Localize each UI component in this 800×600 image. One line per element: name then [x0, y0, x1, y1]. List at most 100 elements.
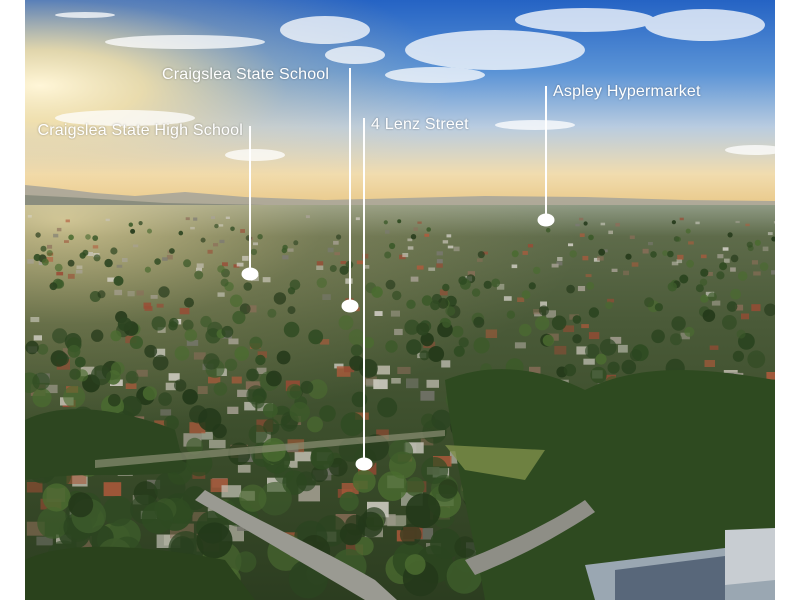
tree-canopy	[183, 259, 192, 268]
house-roof	[227, 406, 239, 414]
tree-canopy	[426, 227, 432, 232]
house-roof	[362, 253, 369, 259]
tree-canopy	[598, 248, 606, 256]
tree-canopy	[702, 309, 716, 323]
house-roof	[208, 376, 221, 384]
tree-canopy	[138, 221, 143, 226]
tree-canopy	[383, 220, 388, 225]
tree-canopy	[339, 265, 349, 275]
tree-canopy	[416, 322, 430, 336]
house-roof	[579, 233, 585, 237]
house-roof	[563, 325, 575, 333]
house-roof	[122, 258, 128, 263]
tree-canopy	[445, 306, 456, 316]
tree-canopy	[454, 536, 476, 558]
house-roof	[394, 328, 403, 336]
house-roof	[447, 245, 454, 249]
house-roof	[407, 238, 413, 242]
house-roof	[724, 258, 730, 263]
tree-canopy	[511, 250, 519, 258]
house-roof	[316, 261, 324, 266]
tree-canopy	[644, 297, 655, 308]
tree-canopy	[230, 226, 235, 232]
tree-canopy	[163, 415, 179, 431]
house-roof	[385, 230, 390, 234]
tree-canopy	[588, 307, 600, 318]
house-roof	[556, 261, 563, 266]
house-roof	[717, 254, 724, 259]
tree-canopy	[35, 232, 41, 238]
tree-canopy	[97, 290, 106, 299]
tree-canopy	[249, 336, 263, 350]
house-roof	[402, 253, 409, 258]
house-roof	[221, 485, 242, 498]
tree-canopy	[74, 356, 86, 368]
house-roof	[190, 226, 195, 230]
house-roof	[341, 483, 359, 495]
house-roof	[407, 246, 414, 250]
house-roof	[334, 252, 340, 256]
house-roof	[27, 259, 34, 264]
house-roof	[75, 269, 83, 274]
tree-canopy	[224, 358, 238, 371]
tree-canopy	[41, 258, 49, 266]
house-roof	[597, 256, 604, 261]
house-roof	[154, 348, 166, 357]
tree-canopy	[67, 259, 75, 267]
tree-canopy	[533, 266, 541, 275]
house-roof	[762, 246, 769, 252]
house-roof	[197, 386, 208, 394]
house-roof	[417, 221, 422, 224]
tree-canopy	[389, 242, 396, 250]
tree-canopy	[52, 328, 68, 344]
tree-canopy	[406, 339, 422, 355]
house-roof	[467, 271, 475, 276]
tree-canopy	[437, 297, 449, 309]
house-roof	[92, 245, 99, 249]
house-roof	[522, 250, 528, 255]
house-roof	[222, 262, 228, 267]
tree-canopy	[746, 241, 753, 248]
house-roof	[441, 360, 451, 368]
aerial-photo	[25, 0, 775, 600]
tree-canopy	[384, 251, 392, 259]
house-roof	[420, 390, 435, 401]
tree-canopy	[442, 283, 450, 292]
tree-canopy	[563, 363, 577, 377]
house-roof	[185, 217, 190, 221]
tree-canopy	[362, 336, 375, 349]
house-roof	[773, 221, 775, 224]
tree-canopy	[431, 409, 452, 430]
tree-canopy	[572, 334, 582, 344]
house-roof	[679, 217, 684, 221]
tree-canopy	[338, 315, 354, 330]
house-roof	[256, 367, 267, 374]
tree-canopy	[764, 303, 775, 317]
house-roof	[581, 324, 589, 329]
tree-canopy	[110, 247, 118, 255]
house-roof	[228, 338, 239, 345]
house-roof	[340, 261, 347, 265]
house-roof	[611, 268, 618, 272]
tree-canopy	[506, 310, 516, 319]
house-roof	[550, 220, 555, 224]
house-roof	[391, 378, 401, 384]
house-roof	[585, 274, 592, 278]
tree-canopy	[200, 237, 206, 243]
tree-canopy	[257, 234, 263, 240]
house-roof	[568, 243, 574, 247]
house-roof	[503, 296, 512, 301]
tree-canopy	[371, 286, 383, 298]
tree-canopy	[339, 523, 362, 546]
tree-canopy	[590, 366, 607, 384]
tree-canopy	[625, 253, 632, 260]
tree-canopy	[248, 424, 268, 444]
tree-canopy	[142, 386, 157, 401]
house-roof	[165, 382, 176, 391]
tree-canopy	[329, 265, 337, 272]
house-roof	[217, 292, 225, 297]
house-roof	[648, 242, 653, 246]
house-roof	[700, 254, 707, 259]
tree-canopy	[650, 251, 657, 258]
tree-canopy	[289, 279, 301, 291]
